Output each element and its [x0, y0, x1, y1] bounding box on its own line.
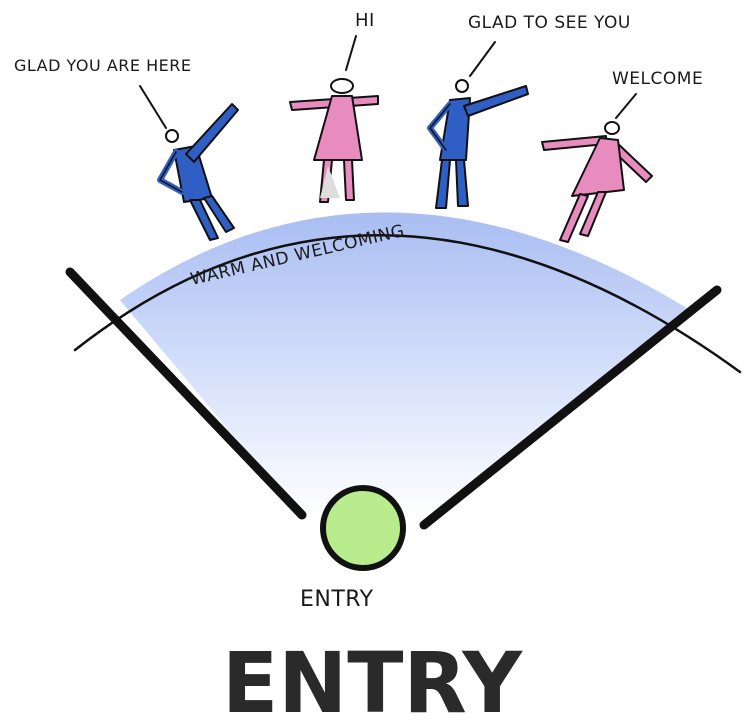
left-wall	[65, 267, 307, 520]
speech-lines	[139, 35, 637, 129]
welcome-fan	[120, 212, 690, 520]
figure-blue-left	[157, 103, 239, 241]
right-wall	[419, 285, 722, 530]
arc-line	[73, 234, 742, 374]
figure-pink-right	[541, 121, 653, 243]
entry-circle	[320, 485, 406, 571]
figure-blue-middle	[427, 79, 529, 209]
speech-welcome: WELCOME	[612, 69, 703, 89]
entry-label: ENTRY	[300, 587, 374, 612]
speech-glad-to-see-you: GLAD TO SEE YOU	[468, 13, 631, 33]
page-title: ENTRY	[222, 634, 523, 728]
speech-glad-you-are-here: GLAD YOU ARE HERE	[14, 56, 191, 75]
figure-pink-hi	[289, 78, 379, 203]
speech-hi: HI	[355, 10, 375, 31]
